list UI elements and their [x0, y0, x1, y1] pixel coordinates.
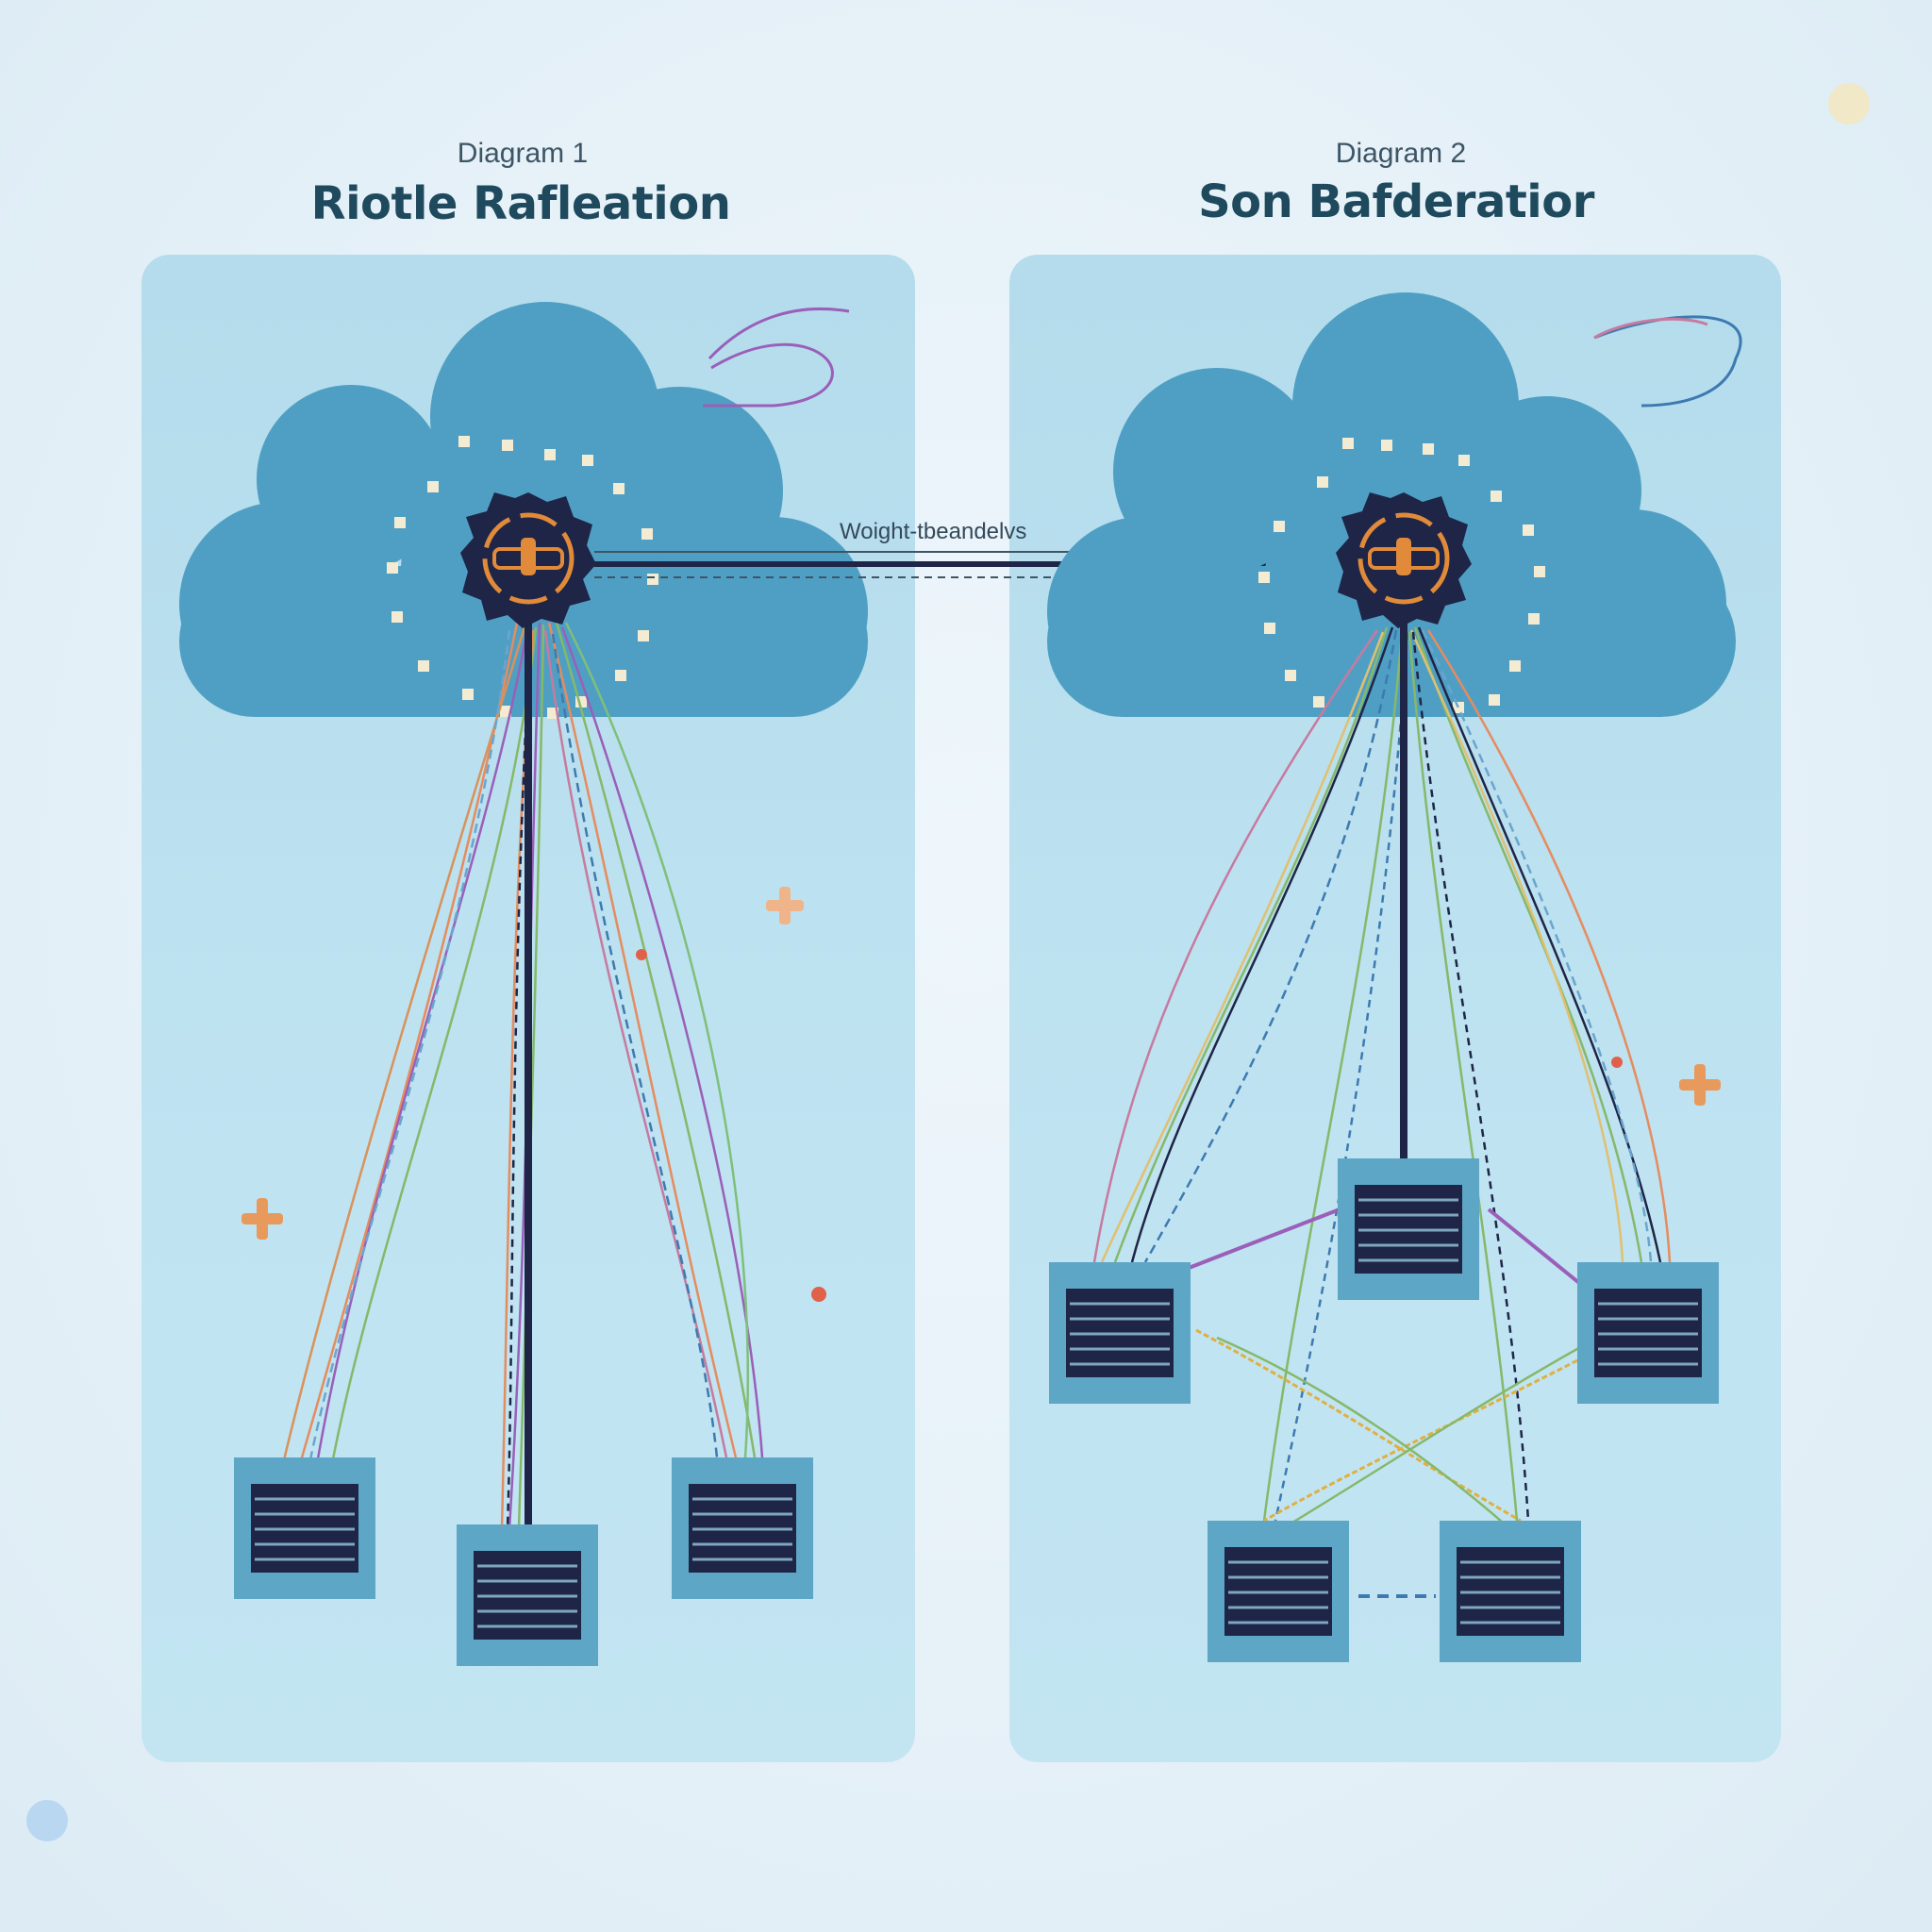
diagram-2-dot-ring	[1258, 438, 1545, 713]
diagram-1-wires	[281, 622, 764, 1529]
diagram-1-server-center	[455, 1523, 600, 1668]
diagram-1-title: Riotle Rafleation	[310, 177, 731, 230]
diagram-2-mesh-links	[1183, 1208, 1595, 1598]
diagram-1-server-left	[232, 1456, 377, 1601]
diagram-2-server-bottom-left	[1206, 1519, 1351, 1664]
diagram-2-caption: Diagram 2	[1335, 138, 1467, 169]
diagram-2-title: Son Bafderatior	[1198, 175, 1594, 228]
weight-link-label: Woight-tbeandelvs	[840, 519, 1027, 544]
diagram-2-server-top	[1336, 1157, 1481, 1302]
sparkle-icon	[242, 887, 1721, 1302]
blur-orb	[26, 83, 1870, 1841]
diagram-2-wires	[1092, 626, 1672, 1522]
diagram-2-server-left	[1047, 1260, 1192, 1406]
diagram-1-server-right	[670, 1456, 815, 1601]
diagram-2-server-bottom-right	[1438, 1519, 1583, 1664]
diagram-1-caption: Diagram 1	[457, 138, 589, 169]
diagram-1-dot-ring	[387, 436, 658, 719]
arrow-icon	[703, 308, 1742, 408]
diagram-2-server-right	[1575, 1260, 1721, 1406]
